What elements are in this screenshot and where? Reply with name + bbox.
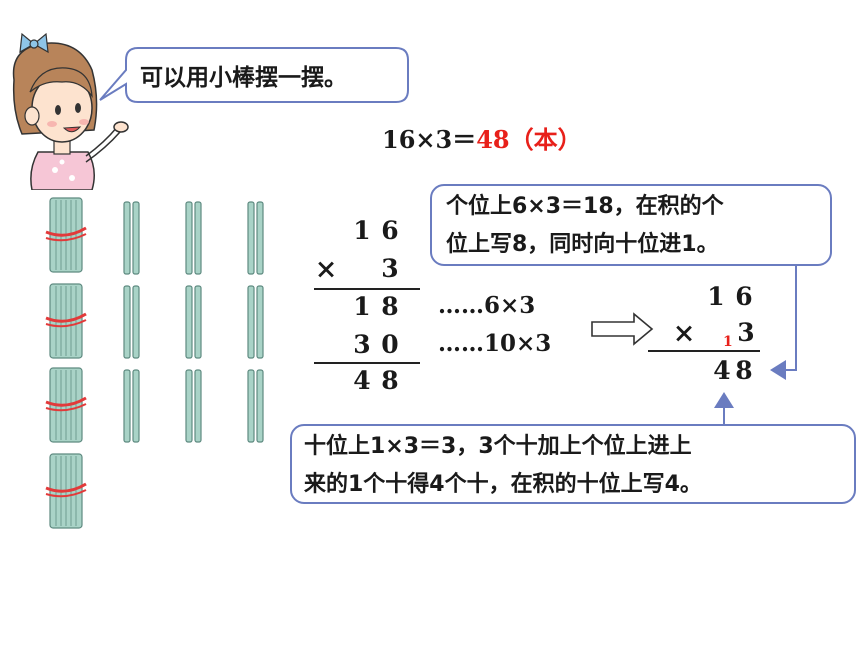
calc-right-top-ones: 6 <box>735 282 753 311</box>
calc-right-top-tens: 1 <box>707 282 725 311</box>
equation-left: 16×3＝ <box>382 125 477 154</box>
callout-top-line1: 个位上6×3＝18，在积的个 <box>446 194 724 219</box>
calc-right-result-tens: 4 <box>713 356 731 385</box>
stick-pair <box>247 285 264 359</box>
callout-top-line2: 位上写8，同时向十位进1。 <box>446 232 719 257</box>
callout-bottom-line2: 来的1个十得4个十，在积的十位上写4。 <box>304 472 702 497</box>
calc-note-2: ……10×3 <box>438 330 552 357</box>
stick-bundle <box>44 282 88 360</box>
calc-left-top-ones: 6 <box>381 216 399 245</box>
calc-left-times-sign: × <box>314 254 338 285</box>
calc-right: 1 6 × 1 3 4 8 <box>640 282 770 392</box>
stick-pair <box>185 285 202 359</box>
calc-left-partial2-tens: 3 <box>353 330 371 359</box>
calc-left: 1 6 × 3 1 8 3 0 4 8 <box>300 212 430 402</box>
calc-left-line <box>314 362 420 364</box>
calc-left-top-tens: 1 <box>353 216 371 245</box>
calc-right-result-ones: 8 <box>735 356 753 385</box>
calc-left-result-ones: 8 <box>381 366 399 395</box>
calc-right-times-sign: × <box>672 318 696 349</box>
callout-bottom: 十位上1×3＝3，3个十加上个位上进上 来的1个十得4个十，在积的十位上写4。 <box>290 424 856 504</box>
stick-pair <box>123 369 140 443</box>
stick-pair <box>247 201 264 275</box>
stick-pair <box>185 369 202 443</box>
speech-text: 可以用小棒摆一摆。 <box>140 65 347 91</box>
calc-left-line <box>314 288 420 290</box>
calc-right-line <box>648 350 760 352</box>
carry-digit: 1 <box>723 334 733 350</box>
stick-pair <box>247 369 264 443</box>
calc-left-partial2-ones: 0 <box>381 330 399 359</box>
stick-bundle <box>44 452 88 530</box>
stick-bundle <box>44 196 88 274</box>
hollow-arrow-icon <box>591 312 654 346</box>
calc-left-partial1-tens: 1 <box>353 292 371 321</box>
calc-note-1: ……6×3 <box>438 292 536 319</box>
callout-top: 个位上6×3＝18，在积的个 位上写8，同时向十位进1。 <box>430 184 832 266</box>
stick-bundle <box>44 366 88 444</box>
stick-pair <box>185 201 202 275</box>
equation: 16×3＝48（本） <box>382 120 582 155</box>
sticks-illustration <box>44 196 264 530</box>
calc-left-result-tens: 4 <box>353 366 371 395</box>
stick-pair <box>123 201 140 275</box>
equation-answer: 48 <box>476 125 510 154</box>
calc-right-multiplier: 3 <box>737 318 755 347</box>
girl-illustration <box>12 32 129 190</box>
calc-left-partial1-ones: 8 <box>381 292 399 321</box>
calc-left-multiplier: 3 <box>381 254 399 283</box>
stick-pair <box>123 285 140 359</box>
equation-unit: （本） <box>509 125 582 154</box>
callout-bottom-line1: 十位上1×3＝3，3个十加上个位上进上 <box>304 434 692 459</box>
arrow-top-to-ones <box>770 266 797 380</box>
